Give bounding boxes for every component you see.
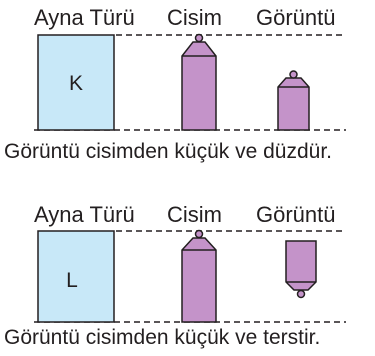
image-tip — [296, 289, 306, 299]
panel-2-figure: L — [34, 229, 346, 323]
object-tip — [194, 33, 204, 43]
caption-2: Görüntü cisimden küçük ve terstir. — [4, 326, 321, 349]
caption-1: Görüntü cisimden küçük ve düzdür. — [4, 140, 333, 163]
header-image: Görüntü — [256, 5, 336, 30]
image-tip — [289, 70, 298, 79]
object-tip — [194, 229, 204, 239]
header-mirror-type: Ayna Türü — [34, 5, 135, 30]
panel-1-figure: K — [34, 33, 346, 131]
header-image: Görüntü — [256, 202, 336, 227]
header-object: Cisim — [167, 202, 222, 227]
header-mirror-type: Ayna Türü — [34, 202, 135, 227]
header-object: Cisim — [167, 5, 222, 30]
mirror-box — [37, 230, 115, 323]
image-shape — [277, 77, 310, 131]
mirror-letter: K — [69, 72, 83, 95]
mirror-letter: L — [66, 269, 78, 292]
mirror-box — [37, 34, 115, 131]
object-shape — [181, 41, 217, 131]
